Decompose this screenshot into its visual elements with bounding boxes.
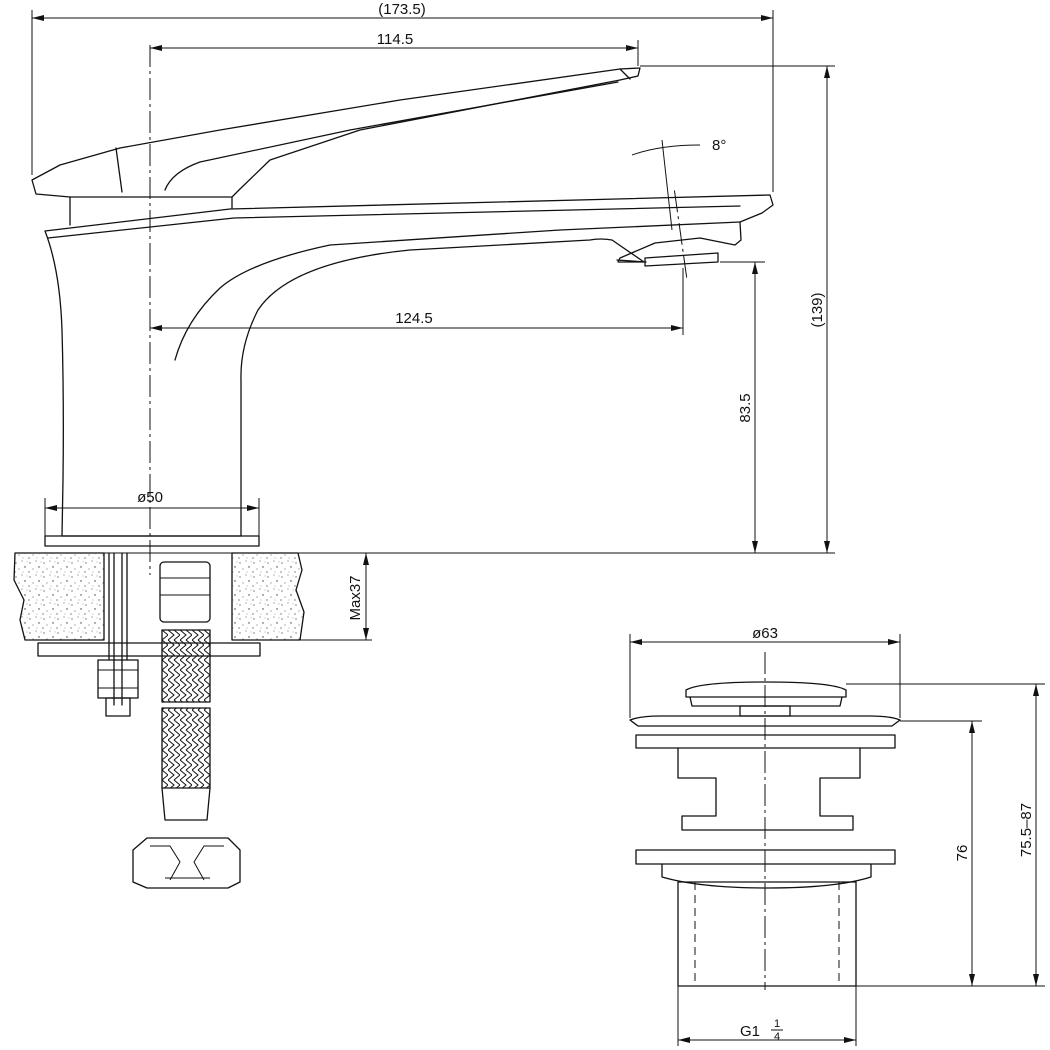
- faucet-side-view: [13, 45, 774, 889]
- overall-height-label: (139): [809, 292, 826, 327]
- drain-flange: [629, 715, 901, 727]
- thread-label: G1: [740, 1023, 760, 1040]
- countertop: [13, 552, 105, 641]
- spout-reach-label: 124.5: [395, 310, 433, 327]
- thread-fraction-numerator: 1: [774, 1018, 780, 1030]
- base-plate: [44, 535, 260, 547]
- mounting-plate: [37, 642, 261, 657]
- drain-cap: [685, 681, 847, 698]
- drain-nut: [661, 863, 872, 889]
- stud-nut: [97, 659, 139, 699]
- faucet-body: [44, 194, 774, 537]
- drain-diameter-label: ø63: [752, 625, 778, 642]
- thread-fraction-denominator: 4: [774, 1031, 780, 1043]
- drain-side-view: [629, 652, 901, 990]
- handle-cap: [69, 196, 233, 226]
- drain-height-range-label: 75.5–87: [1018, 803, 1035, 857]
- drain-body: [677, 747, 861, 831]
- hose-fitting: [159, 561, 211, 623]
- aerator-angle-label: 8°: [712, 137, 726, 154]
- overall-length-label: (173.5): [378, 1, 426, 18]
- drain-height-label: 76: [954, 845, 971, 862]
- lever-length-label: 114.5: [377, 31, 413, 48]
- base-diameter-label: ø50: [137, 489, 163, 506]
- faucet-dimensions: (173.5) 114.5 124.5 (139) 83.5 ø50: [31, 1, 835, 641]
- braided-hose-upper: [161, 629, 211, 703]
- aerator: [644, 252, 719, 267]
- mounting-stud: [108, 552, 128, 706]
- hose-nut: [132, 837, 241, 889]
- braided-hose-lower: [161, 707, 211, 789]
- spout-height-label: 83.5: [737, 393, 754, 422]
- drain-dimensions: ø63 76 75.5–87 G1 1 4: [629, 625, 1045, 1046]
- drain-tail: [677, 881, 857, 987]
- deck-thickness-label: Max37: [347, 575, 364, 620]
